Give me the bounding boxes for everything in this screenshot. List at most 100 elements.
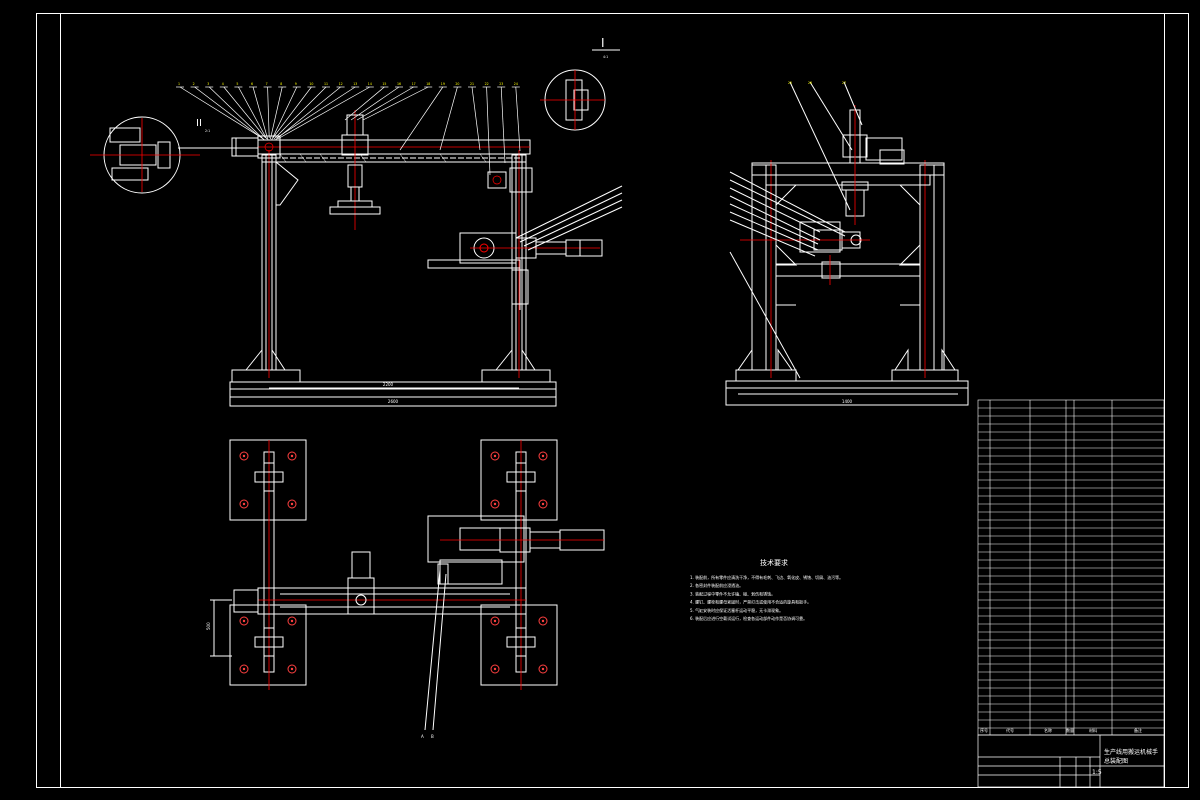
bolt-center (242, 667, 246, 671)
callout-number: 1 (178, 82, 180, 86)
front-view (229, 110, 623, 407)
plan-holes (239, 451, 548, 674)
bolt-center (290, 667, 294, 671)
callout-leader (486, 86, 491, 176)
bolt-center (493, 667, 497, 671)
callout-number: 5 (236, 82, 238, 86)
detail-i-scale: 4:1 (603, 55, 608, 59)
callout-number: 14 (368, 82, 372, 86)
callout-leader (272, 86, 312, 139)
parts-table: 序号代号名称数量材料备注 (977, 399, 1165, 736)
bolt-center (493, 619, 497, 623)
callout-leader (276, 86, 356, 139)
tech-title: 技术要求 (760, 558, 788, 567)
plan-label-b: B (431, 734, 434, 739)
callout-leader (399, 86, 444, 151)
callout-number: 3 (207, 82, 209, 86)
inner-border (60, 13, 1165, 788)
callout-number: 8 (280, 82, 282, 86)
callout-leader (439, 86, 458, 151)
plan-dim-side: 500 (206, 622, 211, 630)
callout-number: 4 (222, 82, 224, 86)
callout-number: 10 (309, 82, 313, 86)
callout-number: 12 (339, 82, 343, 86)
tech-item: 3. 装配过程中零件不允许磕、碰、划伤和锈蚀。 (690, 590, 775, 596)
bolt-hole (538, 664, 548, 674)
callout-leader (515, 86, 521, 152)
bolt-center (493, 502, 497, 506)
title-block (977, 734, 1165, 788)
plan-label-a: A (421, 734, 424, 739)
callout-leader (270, 86, 283, 140)
bolt-hole (538, 616, 548, 626)
detail-ii-label: II (196, 118, 202, 129)
parts-header-cell: 数量 (1066, 727, 1074, 733)
callout-leader (273, 86, 327, 140)
bolt-center (541, 454, 545, 458)
tech-item: 6. 装配后应进行空载试运行，检查各运动部件动作是否协调可靠。 (690, 615, 807, 621)
tech-item: 4. 螺钉、螺栓和螺母紧固时，严禁打击或使用不合适的旋具和扳手。 (690, 599, 811, 605)
bolt-center (242, 619, 246, 623)
tech-item: 1. 装配前，所有零件应清洗干净，不得有毛刺、飞边、氧化皮、锈蚀、切屑、油污等。 (690, 574, 843, 580)
title-line-2: 总装配图 (1104, 757, 1128, 765)
callout-number: 7 (266, 82, 268, 86)
detail-i-label: I (601, 36, 605, 50)
callout-leader (194, 86, 264, 140)
tech-items: 1. 装配前，所有零件应清洗干净，不得有毛刺、飞边、氧化皮、锈蚀、切屑、油污等。… (690, 574, 843, 621)
callout-leader (344, 86, 385, 121)
callout-leader (179, 86, 263, 139)
parts-header-cell: 备注 (1134, 727, 1142, 733)
bolt-center (290, 619, 294, 623)
detail-ii-scale: 2:1 (205, 129, 210, 133)
callout-leader (271, 86, 298, 141)
callout-number: 11 (324, 82, 328, 86)
side-dim-total: 1400 (842, 399, 853, 404)
bolt-hole (287, 499, 297, 509)
callout-number: 6 (251, 82, 253, 86)
bolt-center (290, 454, 294, 458)
tech-item: 2. 各密封件装配前应浸透油。 (690, 582, 743, 588)
callout-leader (362, 86, 429, 121)
callout-leader (500, 86, 506, 164)
bolt-center (290, 502, 294, 506)
bolt-hole (239, 616, 249, 626)
callout-number: 18 (426, 82, 430, 86)
bolt-hole (538, 451, 548, 461)
callout-number: 16 (397, 82, 401, 86)
front-dim-total: 2600 (388, 399, 399, 404)
callout-leader (252, 86, 269, 141)
detail-ii (90, 116, 258, 194)
callout-leader (267, 86, 270, 139)
callout-number: 9 (295, 82, 297, 86)
bolt-center (242, 502, 246, 506)
callout-number: 19 (441, 82, 445, 86)
side-callout-number: 27 (842, 81, 846, 85)
callout-leader (277, 86, 370, 140)
callout-number: 22 (485, 82, 489, 86)
title-scale: 1:5 (1092, 769, 1102, 776)
callout-leader (274, 86, 341, 141)
bolt-center (493, 454, 497, 458)
callout-number: 20 (455, 82, 459, 86)
callout-leader (238, 86, 268, 140)
callout-leader (356, 86, 414, 121)
bolt-center (242, 454, 246, 458)
callout-number: 23 (499, 82, 503, 86)
side-callout-number: 26 (808, 81, 812, 85)
callout-leader (208, 86, 265, 141)
side-callout-number: 25 (788, 81, 792, 85)
plan-view (210, 439, 605, 731)
bolt-hole (538, 499, 548, 509)
parts-header-cell: 代号 (1006, 727, 1014, 733)
bolt-hole (490, 451, 500, 461)
callout-leader (223, 86, 266, 139)
side-view (725, 81, 969, 406)
bolt-hole (287, 664, 297, 674)
callout-number: 13 (353, 82, 357, 86)
bolt-hole (287, 616, 297, 626)
detail-i (540, 49, 620, 131)
parts-header-cell: 名称 (1044, 727, 1052, 733)
side-callouts: 25 26 27 (788, 81, 846, 85)
tech-item: 5. 气缸安装时应保证活塞杆运动平稳，无卡滞现象。 (690, 607, 783, 613)
